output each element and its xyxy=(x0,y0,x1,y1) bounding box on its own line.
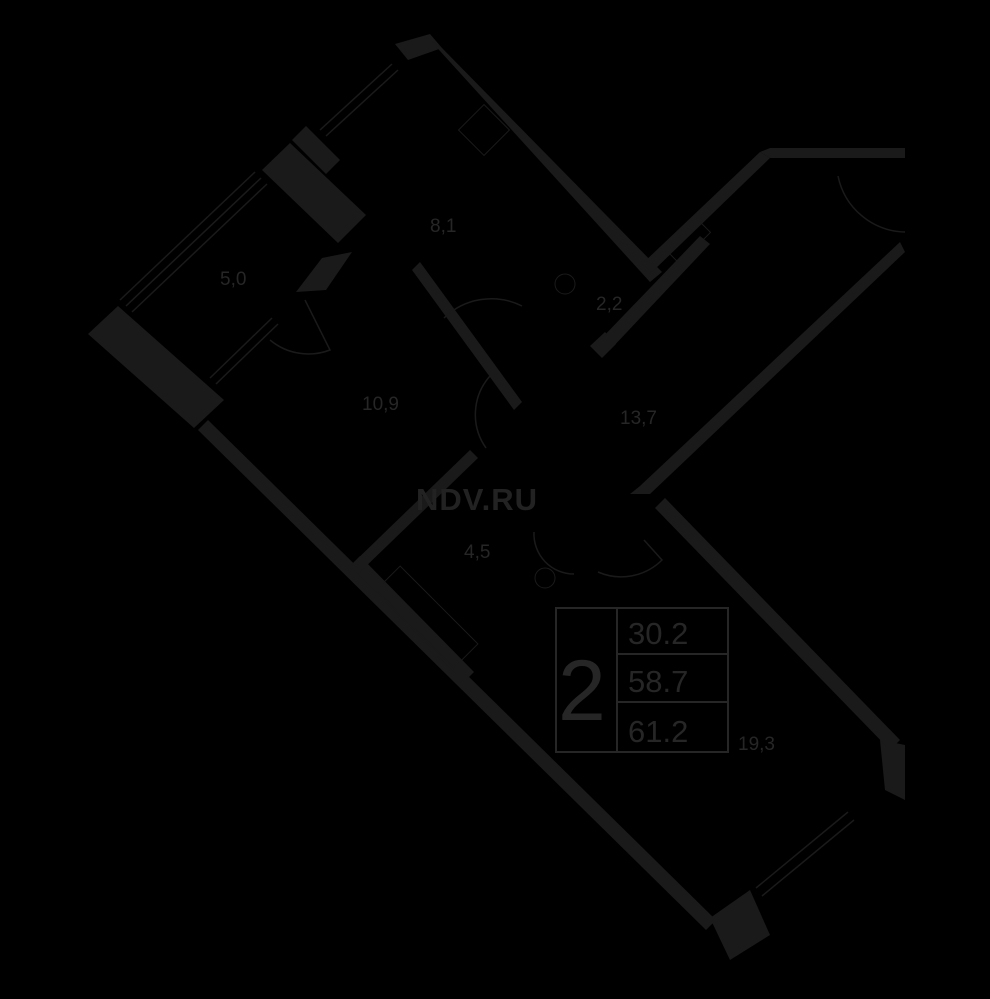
door-swing xyxy=(837,175,906,233)
fixtures xyxy=(375,103,712,669)
wall-segment xyxy=(642,152,770,272)
room-area-kitchen: 8,1 xyxy=(430,216,456,237)
wall-segment xyxy=(350,556,474,682)
wall-segment xyxy=(350,450,478,574)
window xyxy=(209,317,279,385)
watermark: NDV.RU xyxy=(416,482,538,517)
door-swing xyxy=(533,531,575,575)
wall-segment xyxy=(710,890,770,960)
wall-segment xyxy=(655,498,900,750)
wall-segment xyxy=(880,740,905,800)
area-total: 58.7 xyxy=(628,664,688,699)
doors xyxy=(269,175,906,578)
wall-segment xyxy=(296,252,352,292)
walls xyxy=(88,34,905,960)
room-area-hall: 13,7 xyxy=(620,408,657,429)
sink-icon xyxy=(534,567,556,589)
wall-segment xyxy=(198,420,716,930)
wall-segment xyxy=(292,126,340,174)
wall-segment xyxy=(395,34,442,60)
room-count: 2 xyxy=(558,643,606,739)
stove-icon xyxy=(457,103,511,157)
room-area-loggia: 5,0 xyxy=(220,269,246,290)
wall-segment xyxy=(630,242,905,494)
wall-segment xyxy=(412,262,522,410)
door-swing xyxy=(443,297,523,319)
window xyxy=(119,171,268,313)
room-area-bedroom: 10,9 xyxy=(362,394,399,415)
summary-box: 2 30.2 58.7 61.2 xyxy=(555,607,729,753)
room-area-bathroom: 4,5 xyxy=(464,542,490,563)
area-cell xyxy=(616,701,729,753)
wall-segment xyxy=(430,40,662,282)
window xyxy=(319,63,399,137)
windows xyxy=(119,63,855,897)
room-area-living: 19,3 xyxy=(738,734,775,755)
wall-segment xyxy=(600,236,710,350)
wall-segment xyxy=(760,148,905,158)
area-living: 30.2 xyxy=(628,616,688,651)
door-swing xyxy=(474,375,491,449)
room-area-wc: 2,2 xyxy=(596,294,622,315)
window xyxy=(755,811,855,897)
door-swing xyxy=(269,299,332,355)
wall-segment xyxy=(262,143,366,243)
toilet-icon xyxy=(554,273,576,295)
area-total-with-loggia: 61.2 xyxy=(628,714,688,749)
wall-segment xyxy=(88,306,224,428)
door-swing xyxy=(597,539,664,578)
bathtub-icon xyxy=(375,565,479,669)
radiator-icon xyxy=(668,221,712,265)
